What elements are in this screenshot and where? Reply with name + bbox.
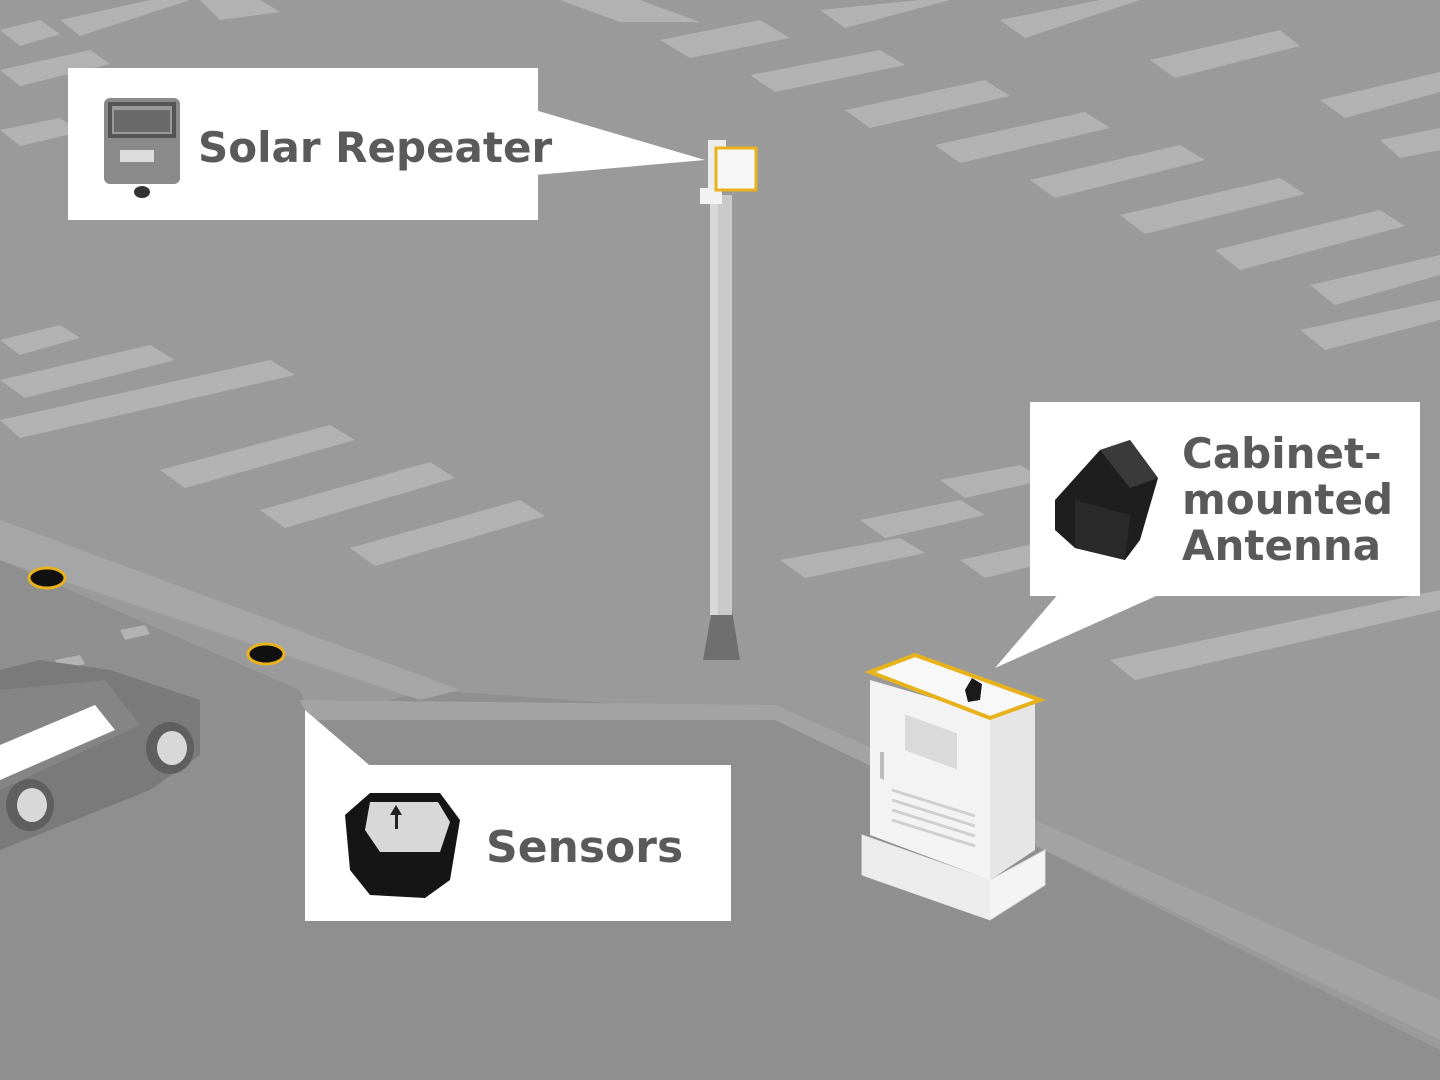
solar-repeater-highlight bbox=[714, 146, 758, 192]
callout-cabinet-antenna: Cabinet- mounted Antenna bbox=[995, 402, 1420, 668]
curb bbox=[0, 520, 460, 700]
antenna-label-line: mounted bbox=[1182, 475, 1393, 524]
sensor-marker bbox=[246, 642, 286, 666]
antenna-label: Cabinet- mounted Antenna bbox=[1182, 429, 1408, 570]
callout-sensors: Sensors bbox=[305, 710, 731, 921]
sensor-marker bbox=[27, 566, 67, 590]
control-cabinet bbox=[861, 652, 1046, 921]
light-pole bbox=[700, 140, 758, 660]
cabinet-top-highlight bbox=[864, 652, 1046, 721]
parking-markings bbox=[560, 0, 1440, 680]
sensor-device-icon bbox=[345, 793, 460, 898]
solar-repeater-label: Solar Repeater bbox=[198, 123, 552, 172]
car bbox=[0, 660, 200, 850]
antenna-on-cabinet bbox=[965, 678, 982, 702]
sensors-label: Sensors bbox=[486, 822, 683, 873]
antenna-label-line: Cabinet- bbox=[1182, 429, 1382, 478]
solar-repeater-device-icon bbox=[104, 98, 180, 198]
callout-solar-repeater: Solar Repeater bbox=[68, 68, 705, 220]
parking-markings-left bbox=[0, 0, 545, 670]
antenna-label-line: Antenna bbox=[1182, 521, 1381, 570]
antenna-icon bbox=[1055, 440, 1158, 560]
